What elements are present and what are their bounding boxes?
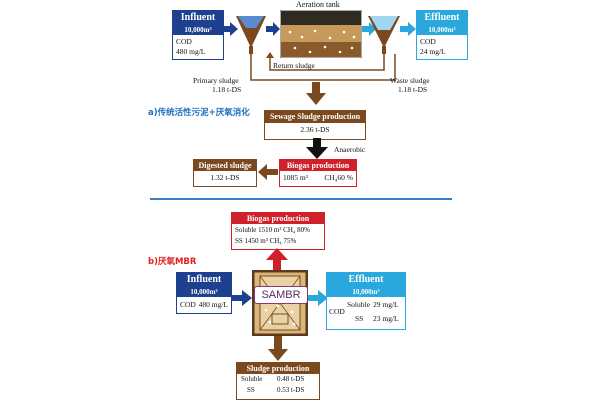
- arrow-to-digested: [258, 164, 278, 180]
- section-a-heading: a)传统活性污泥+厌氧消化: [148, 108, 250, 118]
- effluent-flow-a: 10,000m³: [428, 26, 456, 34]
- effluent-cod-value-a: 24 mg/L: [420, 47, 446, 56]
- arrow-influent-to-clarifier: [222, 22, 238, 36]
- biogas-volume-a: 1085 m³: [283, 173, 308, 182]
- return-sludge-line: [266, 52, 385, 71]
- influent-header-a: Influent 10,000m³: [173, 11, 223, 35]
- anaerobic-arrow: [306, 138, 328, 159]
- arrow-sambr-to-effluent: [308, 290, 328, 306]
- arrow-clarifier-to-effluent: [400, 22, 416, 36]
- sludge-title-b: Sludge production: [237, 363, 319, 374]
- influent-box-a: Influent 10,000m³ COD 480 mg/L: [172, 10, 224, 60]
- arrow-to-sewage-sludge: [306, 82, 326, 105]
- sludge-box-b: Sludge production Soluble 0.48 t-DS SS 0…: [236, 362, 320, 400]
- aeration-tank-label: Aeration tank: [296, 0, 340, 9]
- primary-sludge-label: Primary sludge: [193, 76, 239, 85]
- sewage-sludge-title: Sewage Sludge production: [265, 111, 365, 123]
- influent-cod-value-a: 480 mg/L: [176, 47, 206, 56]
- digested-sludge-value: 1.32 t-DS: [210, 173, 240, 182]
- waste-sludge-label: Waste sludge: [390, 76, 430, 85]
- arrow-to-biogas-b: [266, 248, 288, 274]
- influent-title-b: Influent: [186, 274, 222, 285]
- section-b-heading: b)厌氧MBR: [148, 257, 197, 267]
- influent-cod-value-b: 480 mg/L: [198, 300, 228, 309]
- effluent-header-a: Effluent 10,000m³: [417, 11, 467, 35]
- effluent-flow-b: 10,000m³: [352, 288, 380, 296]
- effluent-ss-value-b: 23 mg/L: [373, 314, 399, 323]
- influent-cod-label-b: COD: [180, 300, 196, 309]
- effluent-box-b: Effluent 10,000m³ COD Soluble 29 mg/L SS…: [326, 272, 406, 330]
- effluent-title-a: Effluent: [424, 12, 460, 23]
- sewage-sludge-value: 2.36 t-DS: [300, 125, 330, 134]
- sludge-ss-value-b: 0.53 t-DS: [277, 386, 305, 394]
- digested-sludge-box: Digested sludge 1.32 t-DS: [193, 159, 257, 187]
- influent-header-b: Influent 10,000m³: [177, 273, 231, 297]
- biogas-ch4-a: CH₄60 %: [324, 173, 353, 182]
- waste-sludge-value: 1.18 t-DS: [398, 85, 428, 94]
- primary-sludge-value: 1.18 t-DS: [212, 85, 242, 94]
- influent-title-a: Influent: [180, 12, 216, 23]
- influent-flow-b: 10,000m³: [190, 288, 218, 296]
- biogas-row1-b: Soluble 1510 m³ CH₄ 80%: [235, 226, 310, 234]
- influent-cod-label-a: COD: [176, 37, 192, 46]
- effluent-cod-label-a: COD: [420, 37, 436, 46]
- effluent-header-b: Effluent 10,000m³: [327, 273, 405, 297]
- primary-clarifier-icon: [236, 16, 266, 54]
- effluent-cod-label-b: COD: [329, 307, 345, 316]
- anaerobic-label: Anaerobic: [334, 145, 366, 154]
- arrow-sambr-to-sludge: [268, 336, 288, 361]
- arrow-clarifier-to-aeration: [266, 22, 280, 36]
- effluent-ss-label-b: SS: [355, 314, 364, 323]
- effluent-soluble-label-b: Soluble: [347, 300, 370, 309]
- aeration-tank: [280, 10, 362, 58]
- sewage-sludge-box: Sewage Sludge production 2.36 t-DS: [264, 110, 366, 140]
- return-sludge-label: Return sludge: [273, 61, 315, 70]
- sludge-collection-lines: [250, 54, 396, 81]
- influent-flow-a: 10,000m³: [184, 26, 212, 34]
- biogas-title-b: Biogas production: [232, 213, 324, 224]
- arrow-influent-to-sambr: [232, 290, 252, 306]
- biogas-box-b: Biogas production Soluble 1510 m³ CH₄ 80…: [231, 212, 325, 250]
- digested-sludge-title: Digested sludge: [194, 160, 256, 171]
- secondary-clarifier-icon: [368, 16, 400, 54]
- influent-box-b: Influent 10,000m³ COD 480 mg/L: [176, 272, 232, 314]
- section-divider: [150, 198, 452, 200]
- effluent-box-a: Effluent 10,000m³ COD 24 mg/L: [416, 10, 468, 60]
- sambr-label: SAMBR: [254, 286, 308, 304]
- sludge-ss-label-b: SS: [247, 386, 255, 394]
- biogas-title-a: Biogas production: [280, 160, 356, 171]
- sludge-soluble-label-b: Soluble: [241, 375, 263, 383]
- biogas-row2-b: SS 1450 m³ CH₄ 75%: [235, 237, 297, 245]
- sludge-soluble-value-b: 0.48 t-DS: [277, 375, 305, 383]
- effluent-title-b: Effluent: [348, 274, 384, 285]
- biogas-box-a: Biogas production 1085 m³ CH₄60 %: [279, 159, 357, 187]
- effluent-soluble-value-b: 29 mg/L: [373, 300, 399, 309]
- arrow-aeration-to-clarifier: [362, 22, 376, 36]
